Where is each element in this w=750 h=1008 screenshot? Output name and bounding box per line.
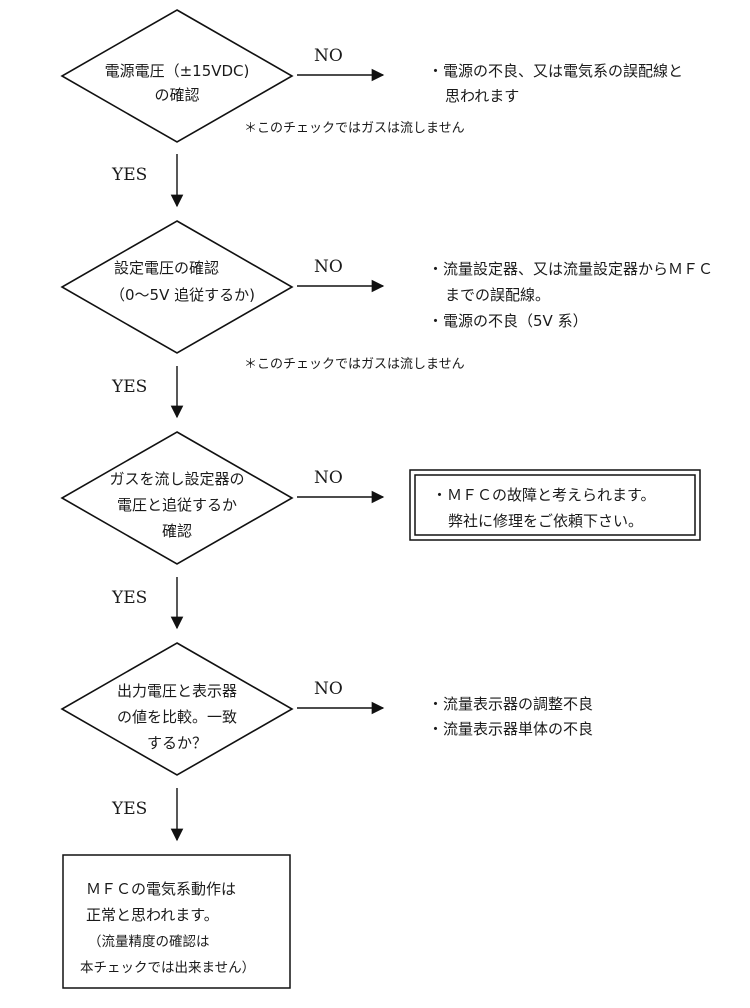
step1-yes-label: YES — [112, 165, 148, 185]
step2-question-line1: 設定電圧の確認 — [114, 259, 220, 277]
step3-no-label: NO — [314, 468, 343, 488]
step1-no-label: NO — [314, 46, 343, 66]
step2-yes-label: YES — [112, 377, 148, 397]
decision-diamond-1 — [60, 9, 294, 143]
step2-no-label: NO — [314, 257, 343, 277]
step1-question-line1: 電源電圧（±15VDC) — [104, 62, 250, 80]
step2-no-result-line3: ・電源の不良（5V 系） — [428, 312, 588, 330]
step2-no-result-line2: までの誤配線。 — [445, 286, 551, 304]
step3-question-line3: 確認 — [161, 522, 192, 540]
final-result-box — [62, 854, 291, 989]
decision-diamond-2 — [60, 220, 294, 354]
decision-diamond-4 — [60, 642, 294, 776]
step3-question-line1: ガスを流し設定器の — [109, 470, 245, 488]
final-note-line2: 本チェックでは出来ません） — [80, 960, 256, 976]
step1-note: ＊このチェックではガスは流しません — [244, 121, 465, 136]
step3-yes-label: YES — [112, 588, 148, 608]
step3-question-line2: 電圧と追従するか — [116, 496, 237, 514]
final-note-line1: （流量精度の確認は — [88, 934, 210, 950]
step2-note: ＊このチェックではガスは流しません — [244, 357, 465, 372]
step4-no-result-line1: ・流量表示器の調整不良 — [428, 695, 594, 713]
step3-no-result-line2: 弊社に修理をご依頼下さい。 — [448, 512, 644, 530]
repair-box-inner-border — [414, 474, 696, 536]
step3-no-result-line1: ・ＭＦＣの故障と考えられます。 — [432, 486, 656, 504]
decision-diamond-3 — [60, 431, 294, 565]
step4-no-label: NO — [314, 679, 343, 699]
step2-question-line2: （0～5V 追従するか) — [110, 286, 255, 304]
step1-no-result-line2: 思われます — [445, 87, 520, 105]
step1-question-line2: の確認 — [154, 86, 200, 104]
step2-no-result-line1: ・流量設定器、又は流量設定器からＭＦＣ — [428, 260, 714, 278]
step4-yes-label: YES — [112, 799, 148, 819]
final-result-line2: 正常と思われます。 — [86, 906, 219, 924]
step4-question-line2: の値を比較。一致 — [116, 708, 237, 726]
step4-question-line3: するか？ — [146, 734, 207, 752]
step4-question-line1: 出力電圧と表示器 — [116, 682, 237, 700]
final-result-line1: ＭＦＣの電気系動作は — [86, 880, 237, 898]
step1-no-result-line1: ・電源の不良、又は電気系の誤配線と — [428, 62, 684, 80]
repair-box-outer-border — [409, 469, 701, 541]
step4-no-result-line2: ・流量表示器単体の不良 — [428, 720, 594, 738]
